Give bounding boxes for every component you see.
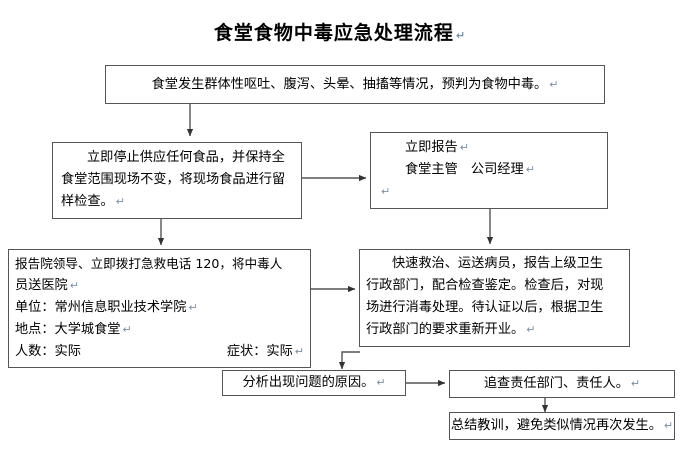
node-accountability-line-1: 追查责任部门、责任人。 [483,376,629,391]
node-call-emergency-120[interactable]: 报告院领导、立即拨打急救电话 120，将中毒人 员送医院↵ 单位：常州信息职业技… [8,249,311,368]
node-call120-line-3: 单位：常州信息职业技术学院 [15,300,187,315]
node-report-immediately[interactable]: 立即报告↵ 食堂主管 公司经理↵ ↵ [370,132,608,209]
node-treat-line-4: 行政部门的要求重新开业。 [366,322,525,337]
node-call120-line-2: 员送医院 [15,278,68,293]
node-treatment-and-reopen[interactable]: 快速救治、运送病员，报告上级卫生 行政部门，配合检查鉴定。检查后，对现 场进行消… [359,249,630,347]
node-call120-line-4-wrap: 地点：大学城食堂↵ [15,319,304,341]
node-call120-symptom-label: 症状：实际 [226,344,293,359]
node-treat-line-1: 快速救治、运送病员，报告上级卫生 [392,256,603,271]
node-accountability-pilcrow: ↵ [630,377,641,390]
node-treat-line-3: 场进行消毒处理。待认证以后，根据卫生 [366,300,604,315]
node-report-line-1-pilcrow: ↵ [459,141,469,154]
node-call120-line-3-pilcrow: ↵ [188,301,198,314]
node-call120-line-2-wrap: 员送医院↵ [15,275,304,297]
connector-treat-to-analyze [338,351,360,370]
node-stop-supply-line-2: 食堂范围现场不变，将现场食品进行留 [61,172,286,187]
node-analyze-line-1: 分析出现问题的原因。 [242,375,375,390]
node-call120-line-1: 报告院领导、立即拨打急救电话 120，将中毒人 [15,256,283,271]
node-call120-count-label: 人数：实际 [15,344,81,359]
page-title-text: 食堂食物中毒应急处理流程 [213,22,454,44]
node-report-line-3-pilcrow: ↵ [381,185,391,198]
node-call120-line-5: 人数：实际 症状：实际↵ [15,341,304,363]
node-stop-supply-line-3-wrap: 样检查。↵ [61,191,293,213]
node-report-line-2: 食堂主管 公司经理 [405,162,524,177]
node-analyze-cause[interactable]: 分析出现问题的原因。↵ [222,370,406,396]
node-analyze-pilcrow: ↵ [376,376,386,389]
node-report-line-1-wrap: 立即报告↵ [379,137,599,159]
page-title: 食堂食物中毒应急处理流程↵ [0,18,680,45]
node-detect-food-poisoning[interactable]: 食堂发生群体性呕吐、腹泻、头晕、抽搐等情况，预判为食物中毒。↵ [105,65,605,104]
node-stop-supply-line-1: 立即停止供应任何食品，并保持全 [87,150,285,165]
node-treat-pilcrow: ↵ [526,323,536,336]
node-detect-line-1: 食堂发生群体性呕吐、腹泻、头晕、抽搐等情况，预判为食物中毒。 [151,76,548,92]
node-call120-line-3-wrap: 单位：常州信息职业技术学院↵ [15,297,304,319]
node-lessons-line-1: 总结教训，避免类似情况再次发生。 [450,418,662,433]
title-pilcrow-mark: ↵ [455,29,467,42]
node-detect-pilcrow: ↵ [549,77,559,91]
node-treat-line-2: 行政部门，配合检查鉴定。检查后，对现 [366,278,604,293]
node-report-line-2-pilcrow: ↵ [525,163,535,176]
node-accountability[interactable]: 追查责任部门、责任人。↵ [449,370,675,398]
node-treat-line-4-wrap: 行政部门的要求重新开业。↵ [366,319,623,341]
node-call120-line-5-pilcrow: ↵ [294,345,304,358]
node-call120-line-2-pilcrow: ↵ [69,279,79,292]
node-stop-supply-pilcrow: ↵ [115,195,125,208]
node-stop-food-supply[interactable]: 立即停止供应任何食品，并保持全 食堂范围现场不变，将现场食品进行留 样检查。↵ [52,142,302,219]
node-report-line-3-wrap: ↵ [379,181,599,203]
node-report-line-2-wrap: 食堂主管 公司经理↵ [379,159,599,181]
node-call120-symptom-label-wrap: 症状：实际↵ [227,341,304,363]
node-call120-line-4: 地点：大学城食堂 [15,322,121,337]
node-call120-line-4-pilcrow: ↵ [122,323,132,336]
node-lessons-learned[interactable]: 总结教训，避免类似情况再次发生。↵ [449,412,675,440]
node-stop-supply-line-3: 样检查。 [61,194,114,209]
node-lessons-pilcrow: ↵ [663,419,674,432]
node-report-line-1: 立即报告 [405,140,458,155]
